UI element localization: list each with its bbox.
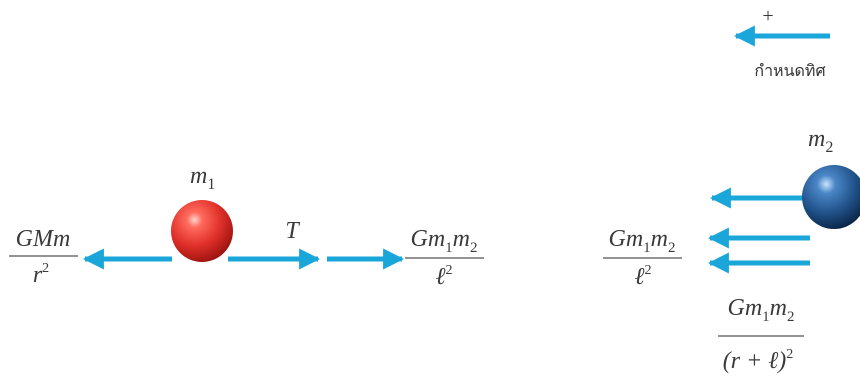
gravity-denominator: r2 bbox=[33, 261, 49, 288]
mass1-label: m1 bbox=[190, 163, 215, 193]
mass1-sphere bbox=[171, 200, 233, 262]
attraction-denominator: ℓ2 bbox=[635, 263, 652, 290]
net-gravity-denominator: (r + ℓ)2 bbox=[723, 347, 794, 374]
mass2-sphere bbox=[802, 165, 860, 229]
attraction-numerator: Gm1m2 bbox=[608, 226, 675, 256]
net-gravity-label-m2: Gm1m2 (r + ℓ)2 bbox=[718, 295, 804, 374]
gravity-force-label: GMm r2 bbox=[9, 226, 78, 288]
mass2-group: m2 Gm1m2 ℓ2 Gm1m2 (r + ℓ)2 bbox=[603, 126, 860, 374]
mass1-group: m1 GMm r2 T Gm1m2 ℓ2 bbox=[9, 163, 484, 290]
direction-caption: กำหนดทิศ bbox=[754, 61, 825, 80]
attraction-force-label-m2: Gm1m2 ℓ2 bbox=[603, 226, 682, 290]
mass2-label: m2 bbox=[808, 126, 833, 156]
net-gravity-numerator: Gm1m2 bbox=[727, 295, 794, 325]
gravity-numerator: GMm bbox=[16, 226, 71, 252]
attraction-numerator: Gm1m2 bbox=[410, 226, 477, 256]
tension-label: T bbox=[285, 218, 300, 244]
attraction-force-label-m1: Gm1m2 ℓ2 bbox=[405, 226, 484, 290]
positive-sign: + bbox=[762, 5, 773, 27]
attraction-denominator: ℓ2 bbox=[436, 263, 453, 290]
direction-key: + กำหนดทิศ bbox=[733, 5, 830, 80]
